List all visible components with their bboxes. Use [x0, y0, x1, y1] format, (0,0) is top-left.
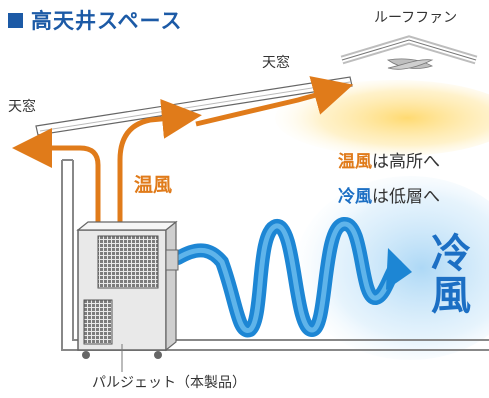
legend-cool-key: 冷風: [338, 187, 372, 207]
product-label: パルジェット（本製品）: [92, 375, 246, 391]
cool-air-spiral: [171, 217, 412, 338]
roof-fan-label: ルーフファン: [374, 10, 458, 26]
page-title-text: 高天井スペース: [31, 9, 183, 33]
title-square-icon: [8, 12, 23, 28]
cool-air-label: 冷風: [424, 232, 470, 316]
roof-fan-icon: [340, 35, 478, 70]
building-outline: [61, 159, 489, 351]
page-title: 高天井スペース: [8, 5, 182, 35]
air-conditioner-unit-icon: [76, 220, 179, 372]
skylight-upper-label: 天窓: [262, 55, 290, 71]
warm-air-arrows: [12, 76, 354, 235]
legend-warm: 温風は高所へ: [338, 147, 440, 172]
legend-cool: 冷風は低層へ: [338, 182, 440, 207]
warm-air-label: 温風: [134, 174, 173, 196]
legend-cool-text: は低層へ: [372, 187, 440, 207]
legend-warm-text: は高所へ: [372, 152, 440, 172]
skylight-left-label: 天窓: [8, 99, 36, 115]
legend-warm-key: 温風: [338, 152, 372, 172]
